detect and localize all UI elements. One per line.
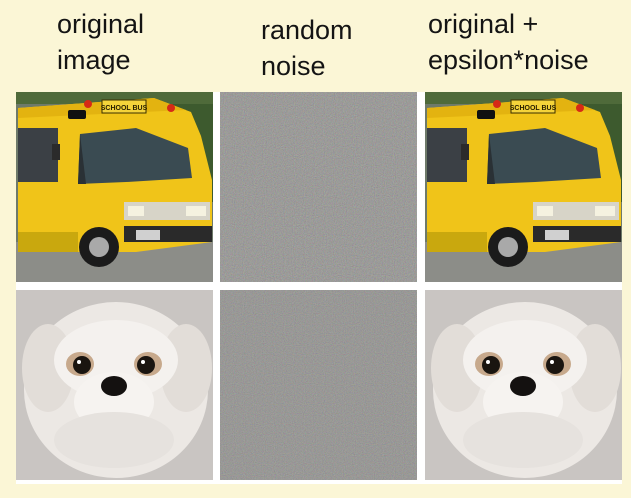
bus-sign-text: SCHOOL BUS <box>510 105 557 112</box>
column-header-original-image: original image <box>57 6 144 98</box>
bus-perturbed-image: SCHOOL BUS <box>425 92 622 282</box>
column-header-line-1: original <box>57 9 145 39</box>
column-header-perturbed-image: original + epsilon*noise <box>428 6 589 98</box>
dog-perturbed-image <box>425 290 622 480</box>
image-grid: SCHOOL BUS <box>16 92 622 484</box>
column-header-line-2: noise <box>261 51 326 81</box>
column-header-line-1: original + <box>428 9 539 39</box>
column-header-line-2: image <box>57 45 131 75</box>
column-header-random-noise: random noise <box>261 12 353 104</box>
dog-noise-image <box>220 290 417 480</box>
column-header-line-1: random <box>261 15 353 45</box>
dog-original-image <box>16 290 213 480</box>
bus-original-image: SCHOOL BUS <box>16 92 213 282</box>
bus-sign-text: SCHOOL BUS <box>101 105 148 112</box>
column-header-line-2: epsilon*noise <box>428 45 589 75</box>
bus-noise-image <box>220 92 417 282</box>
